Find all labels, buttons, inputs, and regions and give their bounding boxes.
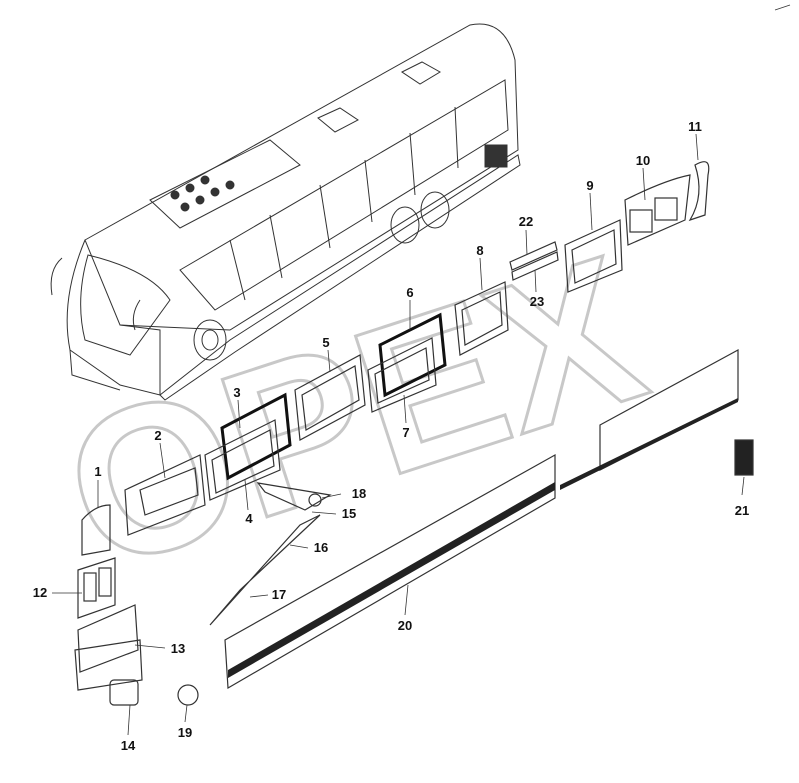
callout-2: 2: [154, 428, 161, 443]
part-4-window: [204, 419, 281, 501]
corner-mark: [774, 4, 791, 11]
callout-1: 1: [94, 464, 101, 479]
part-21-panel: [734, 439, 754, 476]
part-23-strip: [511, 251, 559, 281]
part-5-window: [294, 354, 366, 441]
callout-22: 22: [519, 214, 533, 229]
callout-23: 23: [530, 294, 544, 309]
callout-5: 5: [322, 335, 329, 350]
part-2-window: [124, 454, 206, 536]
callout-21: 21: [735, 503, 749, 518]
callout-4: 4: [245, 511, 253, 526]
part-22-strip: [509, 241, 558, 271]
part-12-window: [77, 557, 116, 619]
part-1-glass: [81, 504, 111, 556]
callout-14: 14: [121, 738, 136, 753]
bus-illustration: [50, 23, 521, 401]
callout-15: 15: [342, 506, 356, 521]
callout-19: 19: [178, 725, 192, 740]
callout-17: 17: [272, 587, 286, 602]
part-19-clip: [177, 684, 199, 706]
part-20-panel: [224, 453, 556, 690]
part-14-flap: [109, 679, 139, 706]
callout-16: 16: [314, 540, 328, 555]
callout-3: 3: [233, 385, 240, 400]
part-8-window: [454, 281, 509, 356]
part-6-frame: [378, 312, 447, 398]
part-3-frame: [220, 392, 292, 481]
callout-18: 18: [352, 486, 366, 501]
callout-6: 6: [406, 285, 413, 300]
callouts: 1 2 3 4 5 6 7 8 9 10 11 12 13 14 15 16 1…: [33, 119, 749, 753]
callout-8: 8: [476, 243, 483, 258]
callout-12: 12: [33, 585, 47, 600]
callout-20: 20: [398, 618, 412, 633]
parts: [74, 161, 754, 706]
callout-10: 10: [636, 153, 650, 168]
part-11-glass: [688, 161, 710, 222]
part-18-trim: [256, 482, 332, 511]
callout-13: 13: [171, 641, 185, 656]
part-16-trim: [209, 514, 321, 626]
callout-11: 11: [688, 119, 702, 134]
part-7-window: [367, 337, 437, 413]
callout-9: 9: [586, 178, 593, 193]
callout-7: 7: [402, 425, 409, 440]
part-13-panel: [77, 604, 139, 673]
part-9-window: [564, 219, 623, 293]
part-10-window: [624, 174, 691, 246]
